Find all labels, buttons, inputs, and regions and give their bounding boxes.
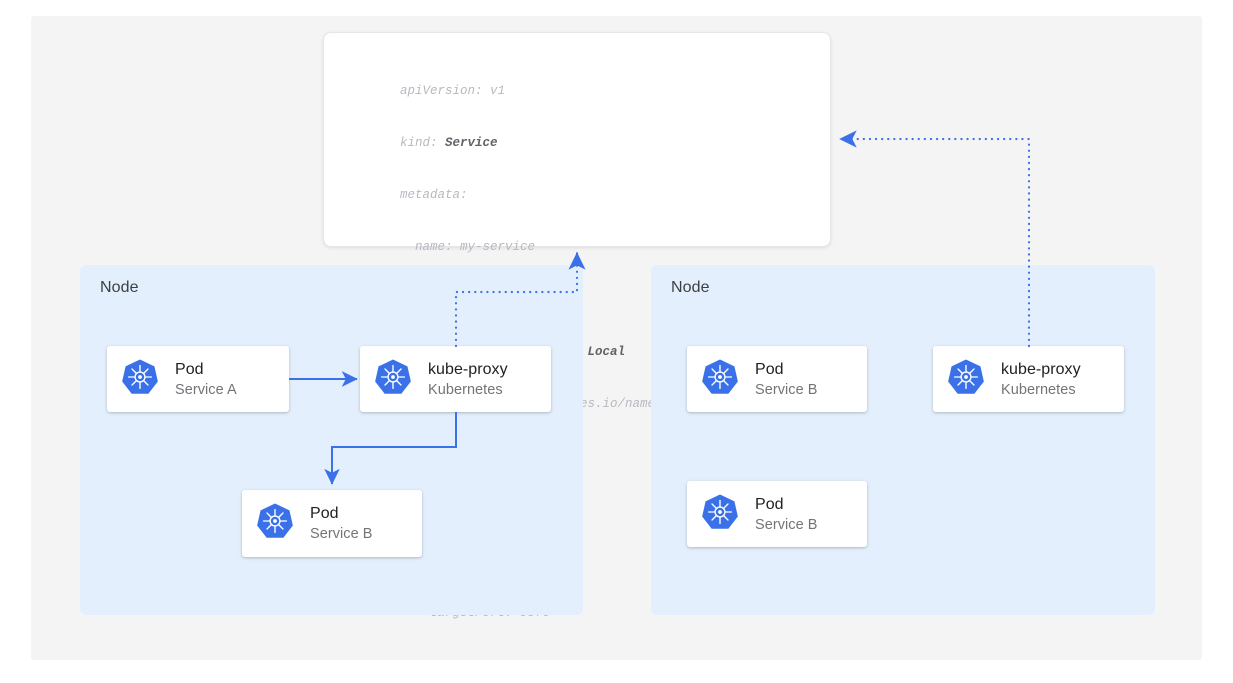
service-spec-card: apiVersion: v1 kind: Service metadata: n… xyxy=(323,32,831,620)
node-label: Node xyxy=(671,279,710,296)
yaml-line: kind: Service xyxy=(400,136,498,151)
box-text: Pod Service B xyxy=(310,503,373,544)
node-label: Node xyxy=(100,279,139,296)
box-subtitle: Service B xyxy=(755,516,818,533)
box-pod-service-a[interactable]: Pod Service A xyxy=(107,346,289,412)
box-subtitle: Kubernetes xyxy=(428,381,503,398)
diagram-canvas: apiVersion: v1 kind: Service metadata: n… xyxy=(31,16,1202,660)
box-kube-proxy-right[interactable]: kube-proxy Kubernetes xyxy=(933,346,1124,412)
kubernetes-icon xyxy=(256,502,294,545)
node-panel-right: Node xyxy=(651,265,1155,615)
box-subtitle: Service A xyxy=(175,381,237,398)
yaml-line: name: my-service xyxy=(400,240,536,255)
box-subtitle: Service B xyxy=(755,381,818,398)
box-text: kube-proxy Kubernetes xyxy=(428,359,508,400)
box-title: Pod xyxy=(755,360,784,378)
box-pod-service-b-right-bottom[interactable]: Pod Service B xyxy=(687,481,867,547)
node-panel-left: Node xyxy=(80,265,583,615)
box-text: Pod Service B xyxy=(755,494,818,535)
box-text: Pod Service A xyxy=(175,359,237,400)
yaml-line: metadata: xyxy=(400,188,468,203)
box-text: kube-proxy Kubernetes xyxy=(1001,359,1081,400)
kubernetes-icon xyxy=(374,358,412,401)
yaml-bold-value: Service xyxy=(445,136,498,151)
box-title: Pod xyxy=(310,505,339,522)
box-pod-service-b-left[interactable]: Pod Service B xyxy=(242,490,422,557)
box-kube-proxy-left[interactable]: kube-proxy Kubernetes xyxy=(360,346,551,412)
box-title: kube-proxy xyxy=(1001,360,1081,378)
box-subtitle: Kubernetes xyxy=(1001,381,1076,398)
kubernetes-icon xyxy=(121,358,159,401)
box-title: kube-proxy xyxy=(428,360,508,378)
kubernetes-icon xyxy=(701,493,739,536)
kubernetes-icon xyxy=(701,358,739,401)
box-title: Pod xyxy=(175,360,204,378)
box-subtitle: Service B xyxy=(310,526,373,542)
yaml-line: apiVersion: v1 xyxy=(400,83,506,98)
box-title: Pod xyxy=(755,495,784,513)
box-text: Pod Service B xyxy=(755,359,818,400)
box-pod-service-b-right-top[interactable]: Pod Service B xyxy=(687,346,867,412)
kubernetes-icon xyxy=(947,358,985,401)
